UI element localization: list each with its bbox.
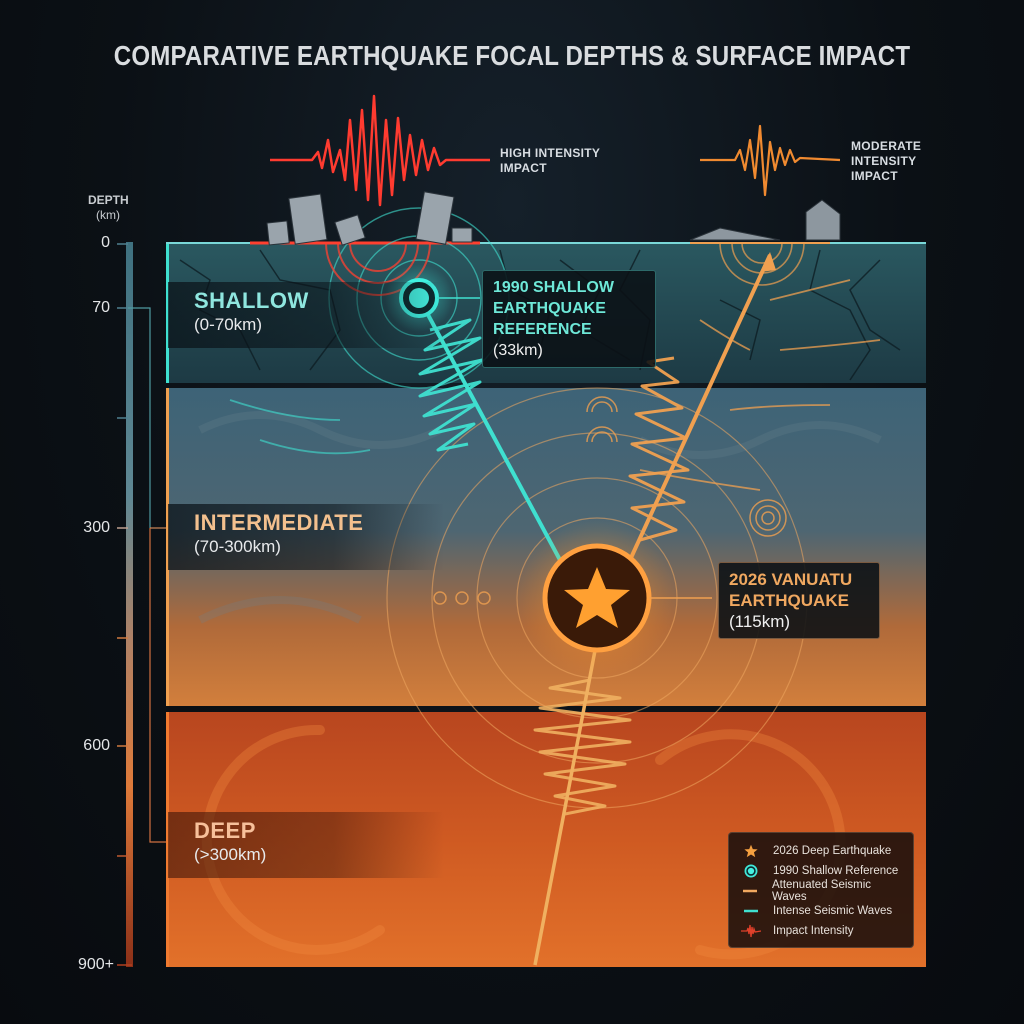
- high-intensity-seismograph: [270, 94, 490, 207]
- axis-title-unit: (km): [96, 208, 120, 222]
- intense-wave-coil: [418, 318, 484, 452]
- tick-0: 0: [101, 234, 110, 251]
- tick-900-plus: 900+: [77, 956, 114, 973]
- tick-600: 600: [83, 737, 110, 754]
- legend-label: Impact Intensity: [773, 925, 854, 937]
- depth-axis-title: DEPTH (km): [88, 193, 129, 223]
- teal-line-icon: [739, 908, 763, 914]
- layer-name-shallow: SHALLOW: [194, 288, 309, 313]
- target-circle-icon: [739, 864, 763, 878]
- moderate-intensity-line3: IMPACT: [851, 169, 898, 183]
- damaged-buildings-right: [689, 199, 841, 241]
- moderate-intensity-line2: INTENSITY: [851, 154, 917, 168]
- legend-item: 2026 Deep Earthquake: [739, 841, 903, 861]
- legend-label: Attenuated Seismic Waves: [771, 879, 872, 903]
- high-intensity-line2: IMPACT: [500, 161, 547, 175]
- layer-label-intermediate: INTERMEDIATE (70-300km): [168, 504, 444, 570]
- high-intensity-line1: HIGH INTENSITY: [500, 146, 601, 160]
- deep-callout-depth: (115km): [729, 612, 791, 631]
- star-icon: [739, 844, 763, 858]
- layer-label-shallow: SHALLOW (0-70km): [168, 282, 444, 348]
- moderate-intensity-line1: MODERATE: [851, 139, 922, 153]
- shallow-event-callout: 1990 SHALLOW EARTHQUAKE REFERENCE (33km): [482, 270, 656, 368]
- attenuated-wave-path-up: [628, 254, 772, 561]
- star-icon: [564, 567, 630, 628]
- layer-range-intermediate: (70-300km): [194, 537, 281, 556]
- legend-label: Intense Seismic Waves: [773, 905, 893, 917]
- layer-range-deep: (>300km): [194, 845, 267, 864]
- tick-300: 300: [83, 519, 110, 536]
- page-title: COMPARATIVE EARTHQUAKE FOCAL DEPTHS & SU…: [113, 40, 911, 71]
- axis-title-depth: DEPTH: [88, 193, 129, 207]
- legend: 2026 Deep Earthquake 1990 Shallow Refere…: [728, 832, 914, 948]
- shallow-callout-line2: EARTHQUAKE: [493, 300, 606, 317]
- layer-range-shallow: (0-70km): [194, 315, 263, 334]
- shallow-callout-line1: 1990 SHALLOW: [493, 279, 614, 296]
- attenuated-wave-coil-down: [533, 678, 632, 816]
- depth-axis-bar: [126, 242, 133, 967]
- moderate-intensity-label: MODERATE INTENSITY IMPACT: [851, 139, 921, 184]
- layer-name-deep: DEEP: [194, 818, 256, 843]
- legend-item: Attenuated Seismic Waves: [739, 879, 903, 903]
- attenuated-wave-coil-up: [628, 356, 690, 542]
- deep-callout-line1: 2026 VANUATU: [729, 570, 853, 589]
- tick-70: 70: [92, 299, 110, 316]
- legend-item: 1990 Shallow Reference: [739, 861, 903, 881]
- legend-item: Impact Intensity: [739, 921, 903, 941]
- layer-label-deep: DEEP (>300km): [168, 812, 444, 878]
- shallow-callout-depth: (33km): [493, 342, 543, 359]
- high-intensity-label: HIGH INTENSITY IMPACT: [500, 146, 600, 176]
- shallow-callout-line3: REFERENCE: [493, 321, 592, 338]
- deep-callout-line2: EARTHQUAKE: [729, 591, 849, 610]
- deep-event-callout: 2026 VANUATU EARTHQUAKE (115km): [718, 562, 880, 639]
- layer-name-intermediate: INTERMEDIATE: [194, 510, 364, 535]
- legend-label: 1990 Shallow Reference: [773, 865, 899, 877]
- moderate-intensity-seismograph: [700, 124, 841, 197]
- legend-item: Intense Seismic Waves: [739, 901, 903, 921]
- seismograph-icon: [739, 924, 763, 938]
- legend-label: 2026 Deep Earthquake: [773, 845, 892, 857]
- orange-line-icon: [739, 888, 762, 894]
- damaged-buildings-left: [266, 191, 473, 246]
